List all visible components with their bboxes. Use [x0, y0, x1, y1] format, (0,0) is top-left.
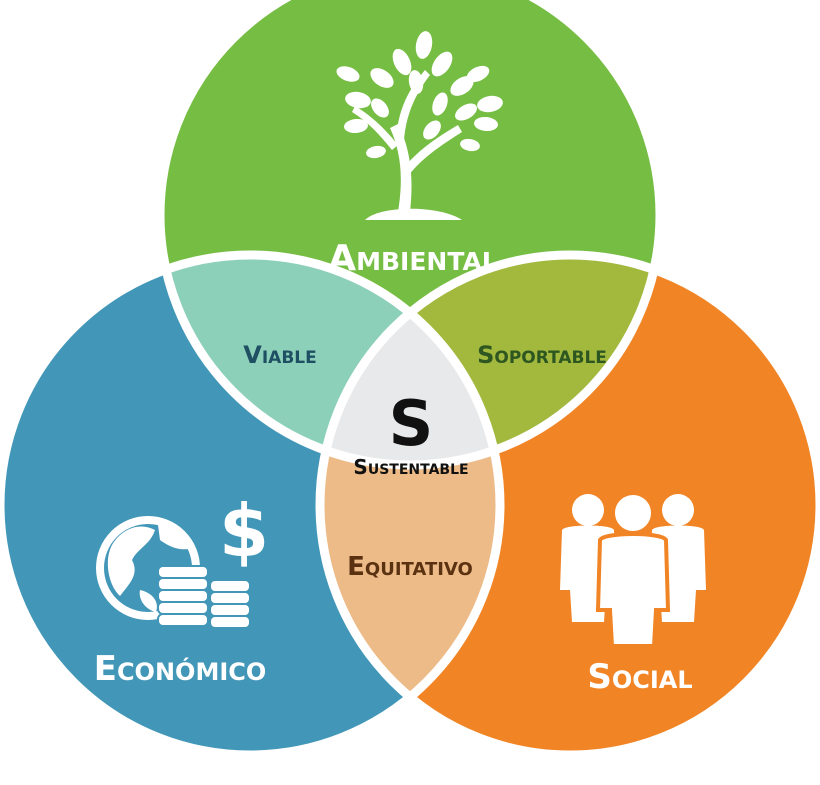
tree-icon: [336, 31, 503, 220]
center-letter: S: [389, 387, 434, 460]
label-equitativo: Equitativo: [347, 552, 473, 582]
outline-economico: [0, 250, 505, 760]
dollar-sign: $: [219, 489, 269, 573]
label-viable: Viable: [243, 341, 316, 369]
people-group-icon: [560, 491, 706, 648]
label-soportable: Soportable: [477, 341, 607, 369]
globe-money-icon: $: [96, 489, 269, 629]
label-social: Social: [587, 657, 692, 697]
outline-social: [315, 250, 820, 760]
overlap-sustentable: [320, 255, 500, 465]
outline-ambiental: [155, 0, 665, 470]
label-sustentable: Sustentable: [353, 455, 468, 479]
label-ambiental: Ambiental: [328, 238, 498, 279]
label-economico: Económico: [94, 649, 267, 689]
